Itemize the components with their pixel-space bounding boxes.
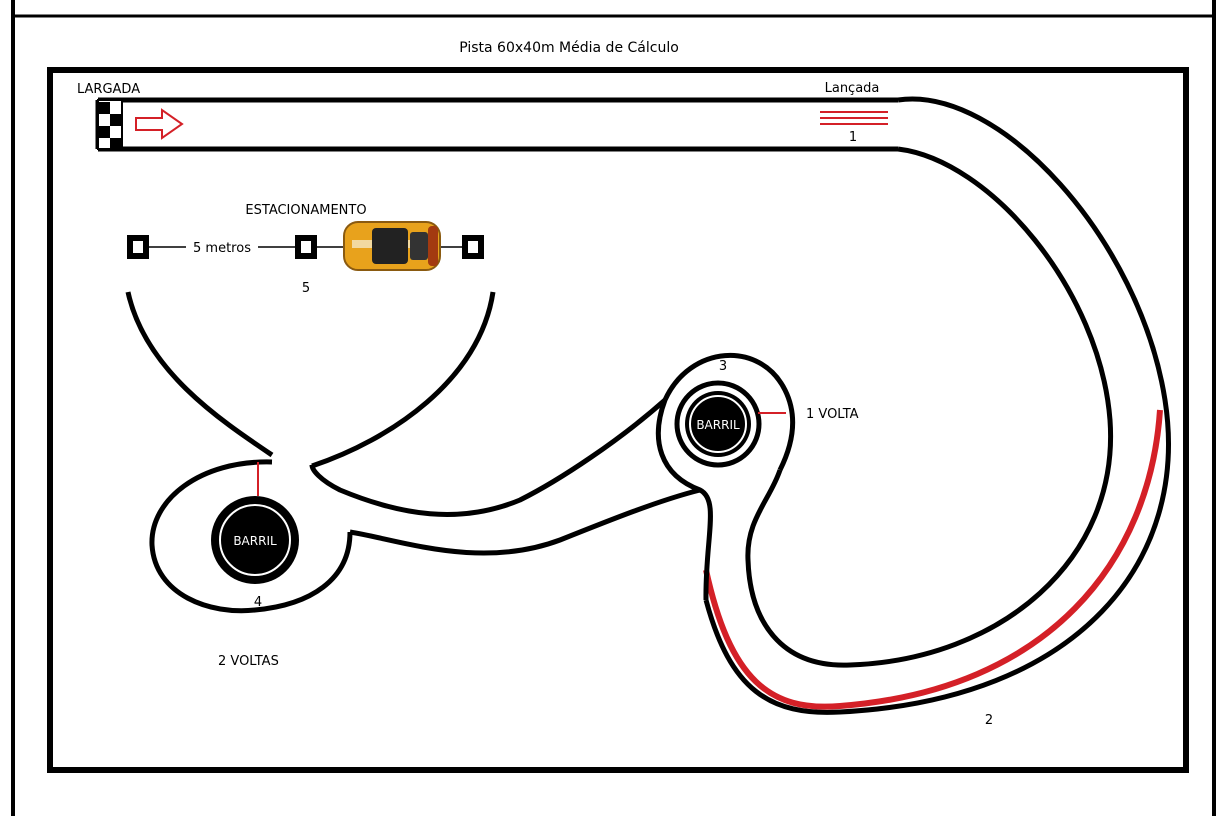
parking-label: ESTACIONAMENTO [245,203,366,218]
station-1-number: 1 [849,130,857,145]
station-4-number: 4 [254,595,262,610]
start-label: LARGADA [77,82,140,97]
barrel-3-rim [689,395,747,453]
connector-upper-edge [309,398,667,517]
start-straight [95,97,898,152]
two-laps-label: 2 VOLTAS [218,654,279,669]
barrel-4-loop [149,459,353,614]
distance-label: 5 metros [193,241,251,256]
connector-lower-edge [349,487,701,556]
track-title: Pista 60x40m Média de Cálculo [459,40,679,56]
checkered-flag-icon [97,99,123,150]
parking-cone-middle [295,235,317,259]
outer-curve-inner-edge [745,146,1114,668]
parking-arc-right [311,291,496,469]
barrel-3-label: BARRIL [696,418,740,432]
station-2-number: 2 [985,713,993,728]
parking-cone-right [462,235,484,259]
parking-cone-left [127,235,149,259]
track-boundary [47,67,1189,773]
barrel-3 [685,391,751,457]
launch-lines [820,111,888,125]
car-icon [343,221,441,271]
red-curve-marker [703,409,1163,710]
direction-arrow-icon [135,108,184,140]
launch-label: Lançada [825,81,880,96]
barrel-4-rim [219,504,291,576]
outer-curve-outer-edge [703,96,1171,715]
parking-arc-left [125,291,274,458]
barrel-4 [211,496,299,584]
barrel-4-label: BARRIL [233,534,277,548]
station-3-number: 3 [719,359,727,374]
station-5-number: 5 [302,281,310,296]
one-lap-label: 1 VOLTA [806,407,859,422]
